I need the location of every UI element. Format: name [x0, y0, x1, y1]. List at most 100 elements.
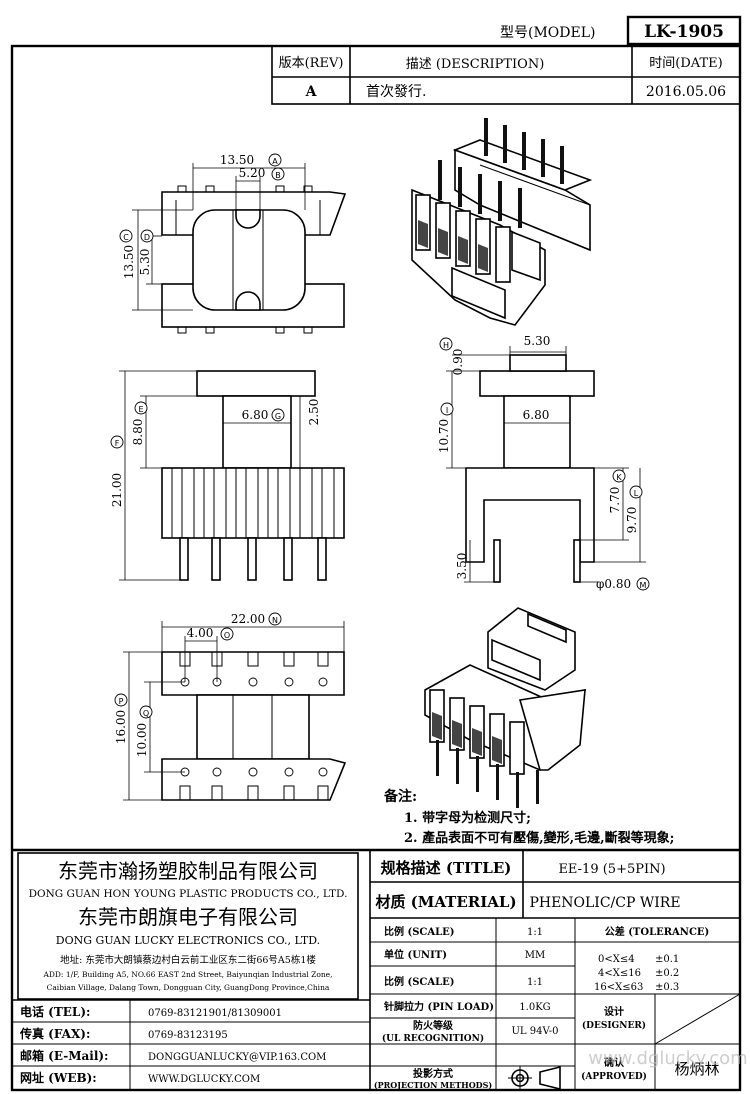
pin-load-value: 1.0KG: [519, 1002, 550, 1013]
model-box: [626, 15, 742, 46]
dim-6-80: 6.80: [242, 408, 269, 422]
tag-e: E: [138, 405, 143, 414]
tel-value: 0769-83121901/81309001: [148, 1008, 282, 1019]
scale-value: 1:1: [527, 927, 543, 938]
dim-13-50-v: 13.50: [122, 245, 136, 279]
front-view: 21.00 F 8.80 E 6.80 G 2.50: [110, 370, 345, 581]
company-en-2: DONG GUAN LUCKY ELECTRONICS CO., LTD.: [56, 934, 320, 947]
note-1: 1. 带字母为检测尺寸;: [404, 810, 531, 826]
note-2: 2. 產品表面不可有壓傷,變形,毛邊,斷裂等現象;: [404, 830, 674, 846]
scale2-value: 1:1: [527, 977, 543, 988]
side-view: 5.30 0.90 H 6.80 10.70 I 7.70 K 9.70 L 3…: [437, 334, 650, 591]
dim-2-50: 2.50: [307, 399, 321, 426]
ul-label-cn: 防火等级: [413, 1019, 454, 1032]
company-address-cn: 地址: 东莞市大朗镇蔡边村白云前工业区东二街66号A5栋1楼: [60, 954, 316, 966]
dim-10-70: 10.70: [437, 419, 451, 453]
isometric-view-bottom: [424, 607, 587, 808]
company-en-1: DONG GUAN HON YOUNG PLASTIC PRODUCTS CO.…: [29, 888, 348, 900]
company-address-en-1: ADD: 1/F, Building A5, NO.66 EAST 2nd St…: [42, 970, 332, 979]
date-header: 时间(DATE): [649, 56, 722, 71]
dim-10-00: 10.00: [135, 723, 149, 757]
tol-range-3: 16<X≤63: [594, 982, 643, 993]
pin-load-label: 针脚拉力 (PIN LOAD): [384, 1000, 494, 1013]
date-value: 2016.05.06: [646, 84, 726, 100]
company-cn-2: 东莞市朗旗电子有限公司: [78, 905, 298, 929]
dim-7-70: 7.70: [608, 487, 622, 514]
tag-l: L: [634, 489, 639, 498]
tag-c: C: [123, 233, 129, 242]
email-value: DONGGUANLUCKY@VIP.163.COM: [148, 1052, 326, 1063]
tag-q: Q: [143, 709, 149, 718]
rev-value: A: [305, 84, 318, 100]
rev-header: 版本(REV): [279, 56, 344, 71]
dim-0-90: 0.90: [451, 349, 465, 376]
notes: 备注: 1. 带字母为检测尺寸; 2. 產品表面不可有壓傷,變形,毛邊,斷裂等現…: [383, 788, 674, 846]
dim-22-00: 22.00: [231, 612, 265, 626]
dim-side-6-80: 6.80: [523, 408, 550, 422]
tag-a: A: [272, 157, 278, 166]
approved-label-en: (APPROVED): [581, 1071, 647, 1082]
bottom-view: 22.00 N 4.00 O 16.00 P 10.00 Q: [114, 612, 347, 801]
tel-label: 电话 (TEL):: [20, 1004, 90, 1019]
tag-o: O: [224, 631, 230, 640]
tag-p: P: [119, 697, 124, 706]
fax-value: 0769-83123195: [148, 1030, 228, 1041]
tag-b: B: [275, 171, 281, 180]
dim-16-00: 16.00: [114, 710, 128, 744]
projection-label-en: (PROJECTION METHODS): [374, 1080, 493, 1090]
tag-i: I: [446, 406, 448, 415]
description-header: 描述 (DESCRIPTION): [406, 57, 545, 72]
designer-label-cn: 设计: [604, 1005, 624, 1018]
contacts-table: 电话 (TEL): 0769-83121901/81309001 传真 (FAX…: [12, 999, 370, 1090]
approved-label-cn: 确认: [604, 1056, 625, 1069]
top-view: 13.50 A 5.20 B 13.50 C 5.30 D: [119, 153, 347, 334]
tag-d: D: [144, 233, 150, 242]
tag-g: G: [275, 412, 281, 421]
dim-13-50: 13.50: [220, 153, 254, 167]
web-label: 网址 (WEB):: [20, 1070, 97, 1085]
notes-title: 备注:: [383, 788, 417, 805]
dim-5-20: 5.20: [239, 166, 266, 180]
designer-label-en: (DESIGNER): [582, 1020, 646, 1031]
title-label: 规格描述 (TITLE): [381, 859, 512, 877]
tag-f: F: [115, 439, 120, 448]
description-value: 首次發行.: [366, 84, 426, 100]
projection-label-cn: 投影方式: [413, 1067, 453, 1080]
unit-label: 单位 (UNIT): [384, 948, 447, 961]
dim-8-80: 8.80: [131, 419, 145, 446]
fax-label: 传真 (FAX):: [19, 1026, 90, 1041]
web-value: WWW.DGLUCKY.COM: [148, 1074, 260, 1085]
model-value: LK-1905: [644, 22, 724, 42]
dim-9-70: 9.70: [625, 507, 639, 534]
tol-range-1: 0<X≤4: [598, 954, 635, 965]
dim-side-5-30: 5.30: [524, 334, 551, 348]
dim-21-00: 21.00: [110, 473, 124, 507]
tag-n: N: [272, 616, 278, 625]
designer-strike: [654, 993, 741, 1045]
tol-value-2: ±0.2: [655, 968, 679, 979]
material-value: PHENOLIC/CP WIRE: [529, 895, 680, 911]
tolerance-label: 公差 (TOLERANCE): [605, 925, 710, 938]
approved-name: 杨炳林: [674, 1060, 719, 1078]
ul-value: UL 94V-0: [511, 1026, 558, 1037]
tag-k: K: [616, 473, 622, 482]
projection-symbol-icon: [508, 1065, 561, 1091]
dim-3-50: 3.50: [455, 553, 469, 580]
isometric-view-top: [411, 118, 593, 326]
dim-4-00: 4.00: [187, 626, 214, 640]
company-cn-1: 东莞市瀚扬塑胶制品有限公司: [58, 859, 318, 883]
ul-label-en: (UL RECOGNITION): [382, 1033, 484, 1044]
company-block: 东莞市瀚扬塑胶制品有限公司 DONG GUAN HON YOUNG PLASTI…: [17, 852, 359, 1000]
tol-value-1: ±0.1: [655, 954, 679, 965]
watermark: www.dglucky.com: [588, 1048, 747, 1069]
tol-range-2: 4<X≤16: [598, 968, 641, 979]
spec-table: 规格描述 (TITLE) EE-19 (5+5PIN) 材质 (MATERIAL…: [369, 850, 748, 1091]
tag-m: M: [640, 581, 647, 590]
dim-5-30-v: 5.30: [138, 249, 152, 276]
email-label: 邮箱 (E-Mail):: [20, 1048, 109, 1063]
unit-value: MM: [525, 950, 545, 961]
tol-value-3: ±0.3: [655, 982, 679, 993]
title-value: EE-19 (5+5PIN): [558, 862, 665, 877]
